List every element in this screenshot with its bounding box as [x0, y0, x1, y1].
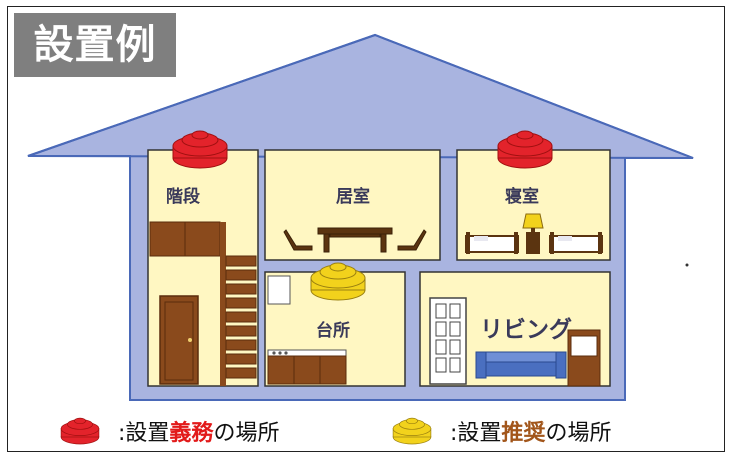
room-label-stairs: 階段 [166, 187, 200, 207]
legend-mandatory: :設置義務の場所 [118, 414, 279, 448]
room-label-living-room: 居室 [336, 187, 370, 207]
stair-steps [225, 255, 257, 379]
kitchen-counter [267, 349, 347, 385]
room-label-bedroom: 寝室 [505, 187, 539, 207]
tv [567, 329, 601, 387]
legend-recommended-highlight: 推奨 [501, 421, 546, 446]
page-title: 設置例 [33, 22, 157, 68]
legend-recommended-prefix: :設置 [450, 421, 502, 446]
legend-mandatory-highlight: 義務 [169, 421, 214, 446]
room-label-kitchen: 台所 [316, 321, 350, 341]
living-door [429, 297, 467, 385]
title-background [14, 13, 176, 77]
room-living-room [264, 149, 441, 261]
legend-yellow-detector-icon [392, 417, 432, 445]
table-and-chairs [283, 227, 427, 253]
legend-red-detector-icon [60, 417, 100, 445]
sofa [475, 351, 567, 379]
kitchen-hood [267, 275, 291, 305]
stair-post [220, 222, 226, 386]
legend-mandatory-prefix: :設置 [118, 421, 170, 446]
legend-recommended-suffix: の場所 [545, 421, 612, 446]
stairs-door [159, 295, 199, 385]
room-label-living: リビング [480, 317, 572, 343]
legend-mandatory-suffix: の場所 [213, 421, 280, 446]
stray-dot [685, 263, 689, 267]
legend-recommended: :設置推奨の場所 [450, 414, 611, 448]
bed-lamp [522, 213, 544, 254]
